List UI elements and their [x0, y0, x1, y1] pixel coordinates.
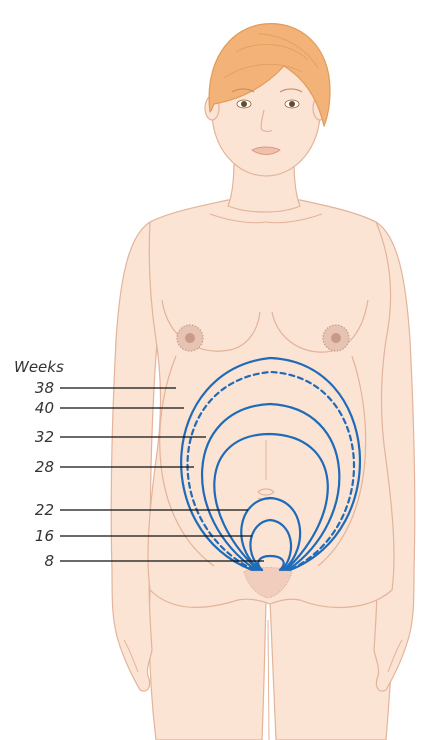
left-leg [149, 590, 266, 740]
week-number: 32 [35, 428, 54, 446]
week-number: 22 [35, 501, 54, 519]
week-number: 28 [35, 458, 54, 476]
week-number: 16 [35, 527, 54, 545]
weeks-header: Weeks [14, 358, 64, 376]
week-number: 38 [35, 379, 54, 397]
body-figure [111, 24, 415, 740]
week-number: 8 [44, 552, 54, 570]
week-number: 40 [35, 399, 54, 417]
right-leg [270, 590, 393, 740]
